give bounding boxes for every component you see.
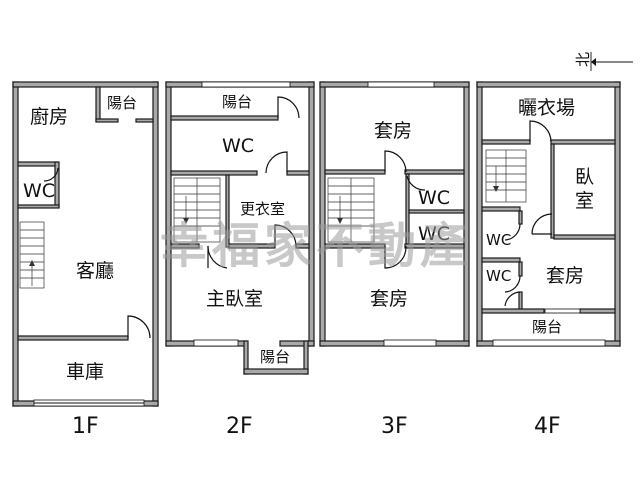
room-balcony-2f-bottom: 陽台: [260, 348, 290, 366]
floor-3f: 套房 WC WC 套房 3F: [319, 81, 470, 439]
room-master-bedroom: 主臥室: [206, 288, 263, 310]
room-closet: 更衣室: [240, 200, 285, 218]
room-balcony-1f: 陽台: [107, 94, 137, 112]
room-bedroom-4f: 臥 室: [575, 166, 594, 212]
floor-label-3f: 3F: [381, 414, 408, 439]
floor-1f: 廚房 陽台 WC 客廳 車庫 1F: [12, 81, 159, 439]
floor-label-2f: 2F: [226, 414, 253, 439]
room-balcony-4f: 陽台: [532, 318, 562, 336]
floor-label-4f: 4F: [534, 414, 561, 439]
north-arrow-icon: 北: [574, 52, 633, 71]
north-label: 北: [574, 52, 592, 67]
room-kitchen: 廚房: [30, 105, 68, 128]
floor-2f: 陽台 WC 更衣室 主臥室 陽台 2F: [165, 81, 315, 439]
room-wc-2f: WC: [222, 135, 254, 157]
room-wc-3f-a: WC: [418, 187, 450, 209]
room-suite-4f: 套房: [546, 265, 584, 287]
room-drying-area: 曬衣場: [518, 97, 575, 119]
room-wc-1f: WC: [23, 180, 55, 202]
floor-4f: 曬衣場 臥 室 WC WC 套房 陽台 4F: [476, 81, 621, 439]
stairs-4f-icon: [485, 149, 527, 203]
room-bedroom-4f-label-line1: 臥: [575, 166, 594, 188]
room-suite-3f-bottom: 套房: [370, 288, 408, 310]
room-garage: 車庫: [66, 361, 104, 383]
room-suite-3f-top: 套房: [374, 120, 412, 142]
stairs-2f-icon: [173, 177, 221, 243]
room-wc-4f-b: WC: [486, 267, 511, 285]
room-living: 客廳: [76, 260, 114, 282]
room-wc-4f-a: WC: [486, 231, 511, 249]
floor-label-1f: 1F: [72, 414, 99, 439]
room-wc-3f-b: WC: [418, 223, 450, 245]
stairs-1f-icon: [19, 221, 45, 289]
room-balcony-2f-top: 陽台: [222, 93, 252, 111]
stairs-3f-icon: [327, 177, 375, 243]
room-bedroom-4f-label-line2: 室: [575, 190, 594, 212]
watermark: 幸福家不動產: [160, 218, 472, 274]
